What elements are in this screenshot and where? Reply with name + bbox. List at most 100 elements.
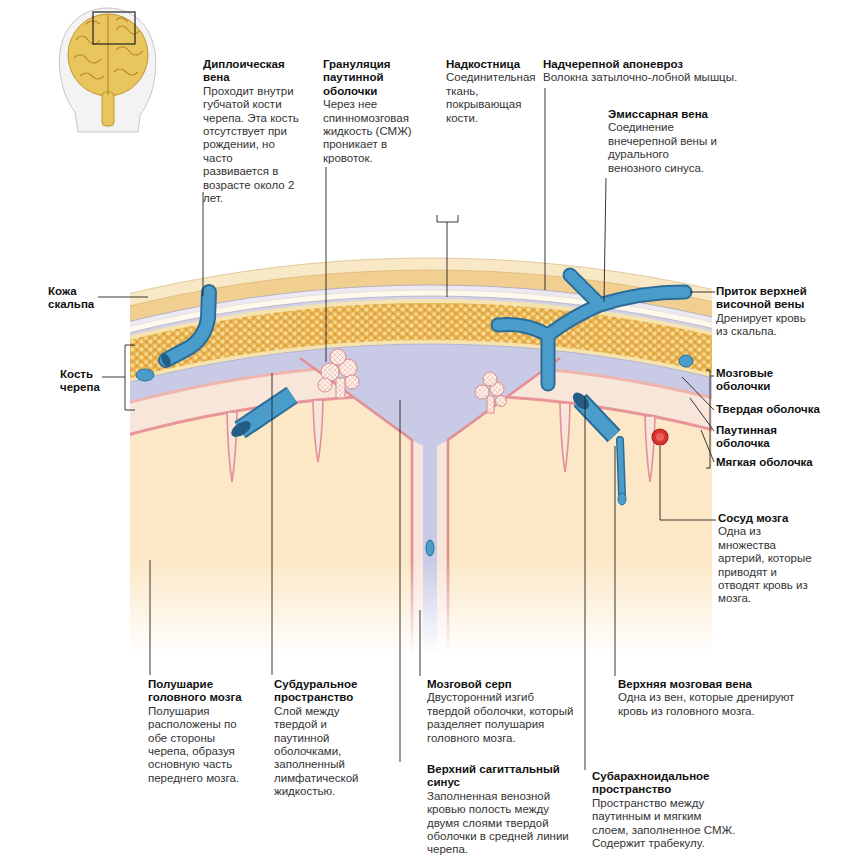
callout-group: Приток верхней височной веныДренирует кр… xyxy=(716,285,816,339)
callout-heading: Паутинная оболочка xyxy=(716,424,806,451)
vein xyxy=(166,292,209,360)
leader-line xyxy=(545,88,546,290)
callout-heading: Приток верхней височной вены xyxy=(716,285,816,312)
leader-line xyxy=(98,88,716,770)
tissue-layers xyxy=(130,258,712,700)
leader-line xyxy=(150,560,151,675)
callout-text: Соединительная ткань, покрывающая кости. xyxy=(446,71,526,125)
callout-heading: Верхний сагиттальный синус xyxy=(427,763,577,790)
callout-text: Дренирует кровь из скальпа. xyxy=(716,312,816,339)
vein xyxy=(498,275,685,384)
callout-group: Мозговой серпДвусторонний изгиб твердой … xyxy=(427,678,577,745)
leader-line xyxy=(682,377,714,410)
callout-group: Субдуральное пространствоСлой между твер… xyxy=(274,678,384,799)
head-icon xyxy=(93,12,135,44)
callout-heading: Кость черепа xyxy=(60,368,120,395)
leader-line xyxy=(615,446,616,676)
tissue-layers xyxy=(130,270,712,700)
callout-group: Надчерепной апоневрозВолокна затылочно-л… xyxy=(543,58,743,85)
callout-text: Пространство между паутинным и мягким сл… xyxy=(592,797,737,851)
vein xyxy=(498,275,685,384)
tissue-layers xyxy=(130,290,712,700)
callout-group: Верхняя мозговая венаОдна из вен, которы… xyxy=(618,678,818,718)
callout-group: НадкостницаСоединительная ткань, покрыва… xyxy=(446,58,526,125)
callout-heading: Надчерепной апоневроз xyxy=(543,58,743,71)
leader-line xyxy=(420,610,421,676)
callout-group: Кожа скальпа xyxy=(48,285,108,312)
vein xyxy=(229,418,254,440)
arachnoid-granulation xyxy=(330,349,346,365)
leader-line xyxy=(272,373,273,675)
head-icon xyxy=(68,14,148,96)
brain-artery xyxy=(652,429,668,445)
callout-text: Одна из вен, которые дренируют кровь из … xyxy=(618,691,818,718)
arachnoid-granulation xyxy=(483,372,497,386)
callout-heading: Мозговые оболочки xyxy=(716,367,806,394)
callout-heading: Кожа скальпа xyxy=(48,285,108,312)
head-icon xyxy=(59,8,155,132)
callout-heading: Твердая оболочка xyxy=(716,403,858,416)
callout-group: Диплоическая венаПроходит внутри губчато… xyxy=(203,58,301,205)
tissue-layers xyxy=(130,296,712,700)
leader-line xyxy=(690,398,714,431)
leader-line xyxy=(98,297,148,298)
callout-group: Эмиссарная венаСоединение внечерепной ве… xyxy=(608,108,720,175)
callout-heading: Полушарие головного мозга xyxy=(148,678,253,705)
arachnoid-granulation xyxy=(487,396,494,413)
callout-text: Соединение внечерепной вены и дурального… xyxy=(608,121,720,175)
arachnoid-granulation xyxy=(336,378,345,398)
leader-line xyxy=(437,215,458,297)
callout-heading: Верхняя мозговая вена xyxy=(618,678,818,691)
arachnoid-granulation xyxy=(345,375,359,389)
callout-group: Мозговые оболочки xyxy=(716,367,806,394)
leader-line xyxy=(660,446,716,520)
callout-text: Волокна затылочно-лобной мышцы. xyxy=(543,71,743,84)
tissue-layers xyxy=(130,258,712,700)
vein xyxy=(570,390,592,413)
callout-text: Проходит внутри губчатой кости черепа. Э… xyxy=(203,85,301,206)
head-icon xyxy=(102,92,114,126)
leader-line xyxy=(604,178,606,302)
vein xyxy=(618,493,626,505)
callout-heading: Мягкая оболочка xyxy=(716,456,858,469)
head-icon xyxy=(107,15,108,95)
leader-line xyxy=(701,430,714,462)
arachnoid-granulation xyxy=(318,349,507,413)
vein xyxy=(620,440,622,495)
callout-heading: Мозговой серп xyxy=(427,678,577,691)
arachnoid-granulation xyxy=(475,385,489,399)
callout-heading: Надкостница xyxy=(446,58,526,71)
callout-group: Субарахноидальное пространствоПространст… xyxy=(592,770,737,850)
vein xyxy=(679,355,693,367)
callout-heading: Диплоическая вена xyxy=(203,58,301,85)
callout-group: Кость черепа xyxy=(60,368,120,395)
vein xyxy=(136,369,154,381)
leader-line xyxy=(326,167,327,362)
callout-group: Грануляция паутинной оболочкиЧерез нее с… xyxy=(323,58,421,165)
leader-line xyxy=(400,400,401,762)
brain-surface xyxy=(313,400,323,462)
vein xyxy=(426,540,434,556)
callout-heading: Грануляция паутинной оболочки xyxy=(323,58,421,98)
callout-group: Сосуд мозгаОдна из множества артерий, ко… xyxy=(718,512,813,606)
callout-group: Полушарие головного мозгаПолушария распо… xyxy=(148,678,253,785)
leader-line xyxy=(203,192,204,296)
leader-line xyxy=(585,396,586,770)
tissue-layers xyxy=(130,344,712,700)
vein xyxy=(166,292,209,360)
vein xyxy=(159,352,172,368)
callout-text: Заполненная венозной кровью полость межд… xyxy=(427,790,577,857)
callout-text: Двусторонний изгиб твердой оболочки, кот… xyxy=(427,691,577,745)
tissue-layers xyxy=(130,303,712,700)
callout-group: Мягкая оболочка xyxy=(716,456,858,469)
tissue-layers xyxy=(130,340,712,700)
leader-line xyxy=(690,292,715,293)
brain-artery xyxy=(652,429,668,445)
arachnoid-granulation xyxy=(318,378,332,392)
callout-group: Паутинная оболочка xyxy=(716,424,806,451)
callout-heading: Субарахноидальное пространство xyxy=(592,770,737,797)
callout-group: Твердая оболочка xyxy=(716,403,858,416)
head-icon xyxy=(59,8,155,132)
brain-surface xyxy=(560,403,570,472)
